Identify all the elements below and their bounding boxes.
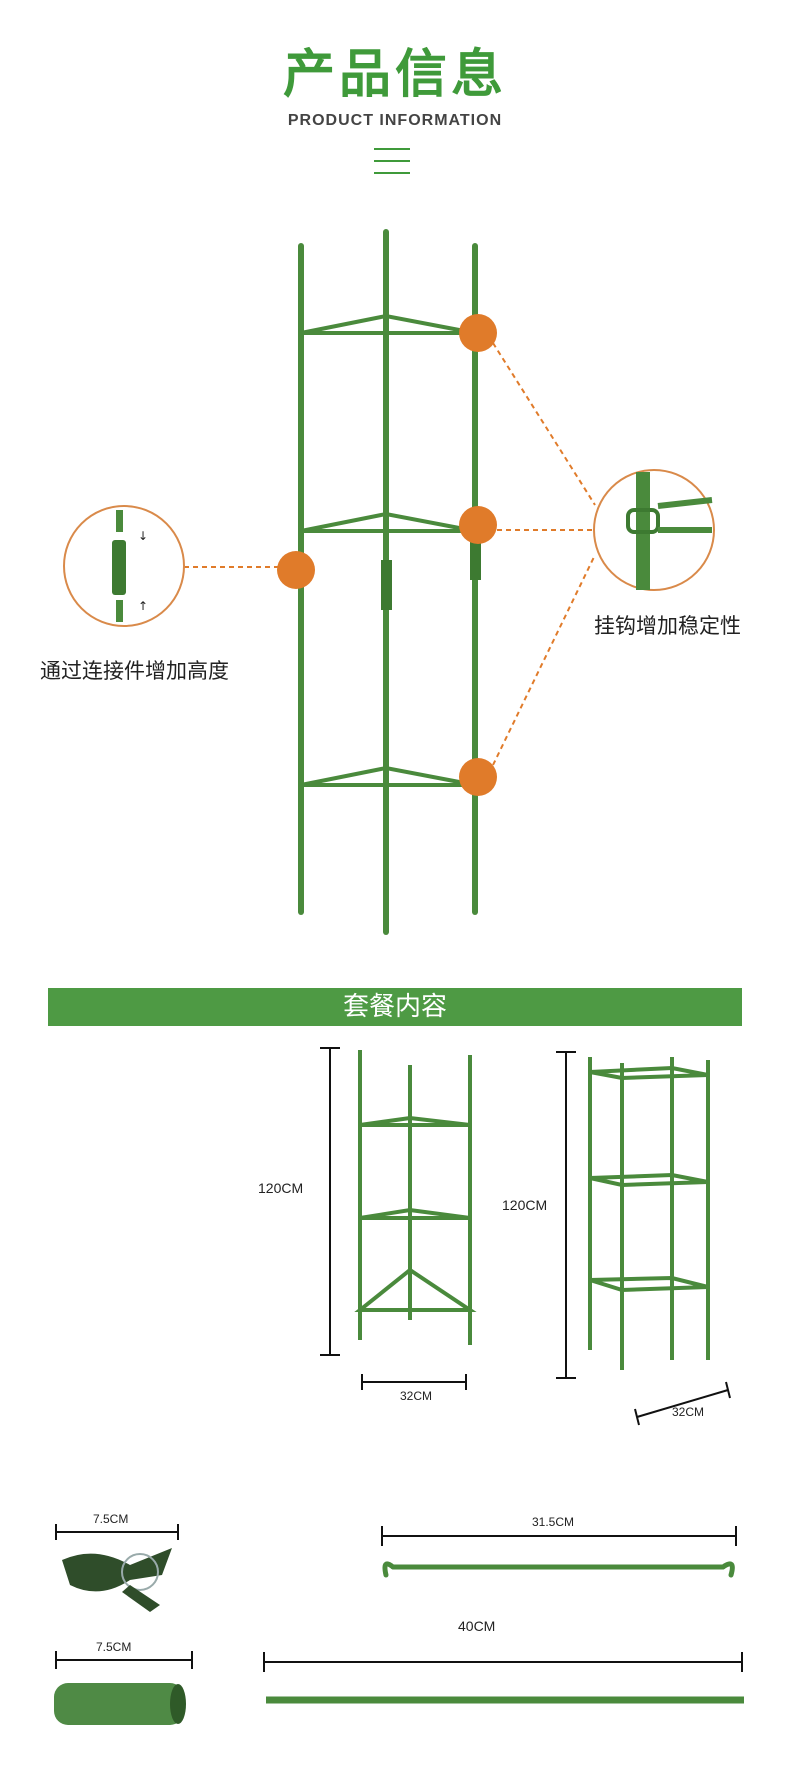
accessory-dimensions	[55, 1524, 743, 1672]
page-title-en: PRODUCT INFORMATION	[287, 112, 503, 129]
triangle-trellis	[354, 1050, 477, 1345]
square-dimensions	[556, 1051, 731, 1426]
triangle-width-label: 32CM	[400, 1389, 433, 1403]
callout-lines	[184, 342, 596, 766]
highlight-dots	[277, 314, 497, 796]
stake-connector	[381, 560, 392, 610]
hook-bar-length-label: 31.5CM	[532, 1515, 575, 1529]
clip-width-label: 7.5CM	[93, 1512, 129, 1526]
right-callout-zoom	[593, 469, 715, 591]
square-height-label: 120CM	[502, 1197, 548, 1213]
left-callout-zoom: ↓ ↑	[63, 505, 185, 627]
svg-text:↓: ↓	[138, 529, 148, 543]
package-banner: 套餐内容	[48, 988, 742, 1026]
triangle-height-label: 120CM	[258, 1180, 304, 1196]
triangle-dimensions	[320, 1047, 467, 1390]
connector-width-label: 7.5CM	[96, 1640, 132, 1654]
right-callout-label: 挂钩增加稳定性	[594, 614, 741, 638]
page-title-cn: 产品信息	[282, 45, 507, 105]
stake-length-label: 40CM	[458, 1618, 496, 1634]
square-width-label: 32CM	[672, 1405, 705, 1419]
connector-tube-icon	[54, 1683, 186, 1725]
svg-text:↑: ↑	[138, 599, 148, 613]
left-callout-label: 通过连接件增加高度	[40, 659, 229, 683]
plant-clip-icon	[62, 1548, 172, 1612]
support-rings	[300, 313, 476, 787]
hook-bar-icon	[382, 1561, 735, 1578]
square-trellis	[588, 1057, 710, 1370]
menu-lines-icon	[374, 148, 410, 184]
stake-connector	[470, 535, 481, 580]
